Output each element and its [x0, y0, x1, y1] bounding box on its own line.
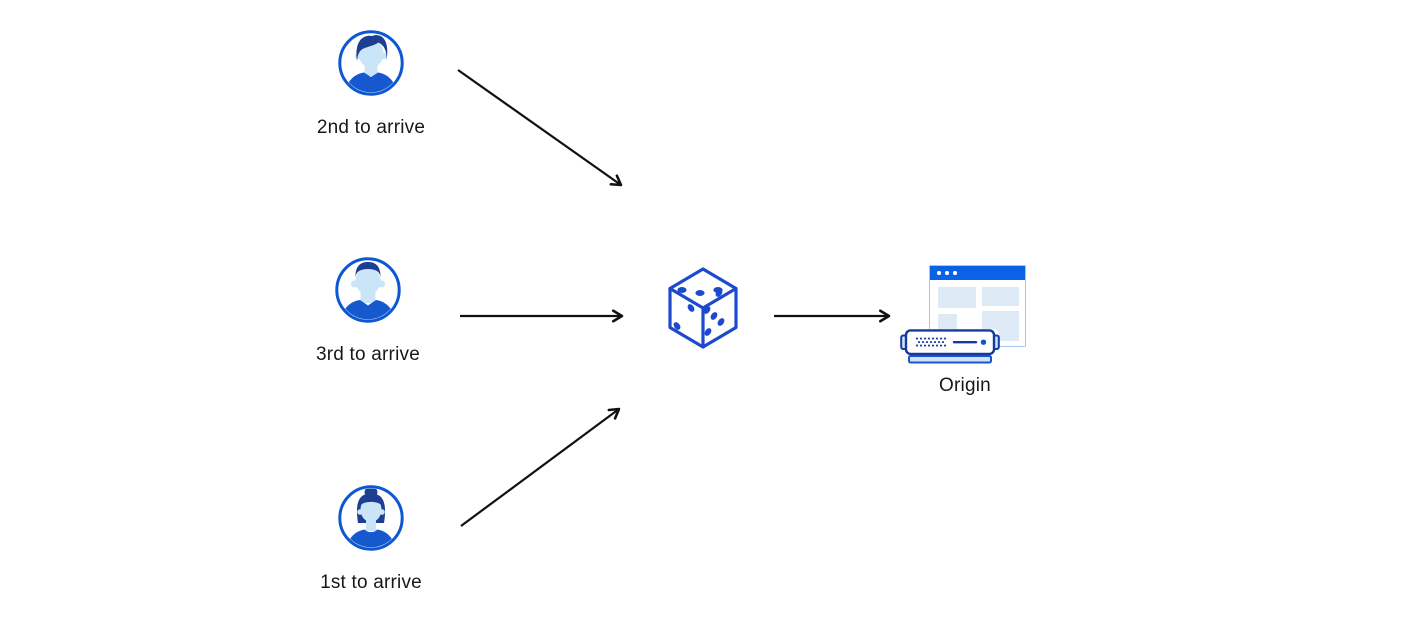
origin-group: Origin [895, 263, 1035, 413]
window-dot-icon [937, 271, 941, 275]
client-label: 1st to arrive [320, 572, 422, 593]
window-dot-icon [945, 271, 949, 275]
client-3rd-to-arrive: 3rd to arrive [293, 257, 443, 366]
content-pane [938, 314, 957, 332]
dice-icon [668, 267, 738, 349]
male-swept-hair-avatar-icon [338, 30, 404, 96]
arrow-client2-to-dice [457, 69, 623, 187]
client-label: 2nd to arrive [316, 117, 426, 138]
client-label: 3rd to arrive [316, 344, 420, 365]
client-1st-to-arrive: 1st to arrive [296, 485, 446, 594]
client-2nd-to-arrive: 2nd to arrive [296, 30, 446, 139]
origin-label: Origin [939, 375, 991, 396]
browser-titlebar [930, 266, 1025, 280]
arrow-client1-to-dice [460, 407, 621, 527]
male-short-hair-avatar-icon [335, 257, 401, 323]
content-pane [982, 287, 1019, 306]
origin-server-icon [900, 329, 1000, 366]
content-pane [938, 287, 976, 308]
window-dot-icon [953, 271, 957, 275]
female-bun-avatar-icon [338, 485, 404, 551]
